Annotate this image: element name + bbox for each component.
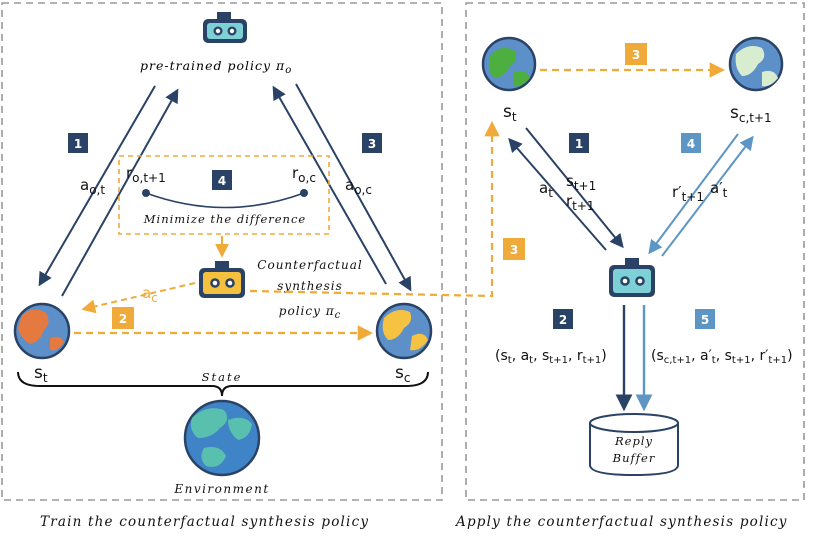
cf-policy-label-3: policy πc — [279, 304, 341, 321]
pretrained-robot-icon — [203, 12, 247, 43]
globe-st-right-icon — [481, 36, 537, 92]
step-badge-2-right: 2 — [553, 309, 573, 329]
left-panel-frame — [1, 2, 443, 501]
label-a-c: ac — [142, 284, 158, 305]
minimize-label: Minimize the difference — [143, 212, 306, 226]
arrow-st1-rt1 — [525, 127, 624, 249]
environment-label: Environment — [173, 482, 269, 496]
label-sc-left: sc — [395, 363, 410, 385]
svg-text:1: 1 — [575, 137, 583, 151]
svg-text:2: 2 — [119, 312, 127, 326]
svg-text:3: 3 — [368, 137, 376, 151]
arrow-a-prime — [661, 135, 754, 257]
svg-text:4: 4 — [687, 137, 695, 151]
tuple-right: (sc,t+1, a′t, st+1, r′t+1) — [651, 348, 793, 366]
svg-text:1: 1 — [74, 137, 82, 151]
label-st-right: st — [503, 102, 517, 124]
state-label: State — [202, 370, 243, 384]
globe-sc-icon — [375, 302, 433, 360]
globe-sct1-right-icon — [728, 36, 784, 92]
arrow-r-oc — [272, 85, 387, 285]
svg-text:5: 5 — [701, 313, 709, 327]
step-badge-3-left: 3 — [362, 133, 382, 153]
buffer-label-1: Reply — [614, 434, 653, 448]
label-rt1-right: rt+1 — [566, 192, 595, 213]
label-st-left: st — [34, 363, 48, 385]
step-badge-2-left: 2 — [112, 307, 134, 329]
label-st1-right: st+1 — [566, 172, 596, 193]
step-badge-3-right-side: 3 — [503, 238, 525, 260]
arrow-a-c — [81, 282, 196, 314]
svg-text:2: 2 — [559, 313, 567, 327]
tuple-left: (st, at, st+1, rt+1) — [495, 348, 607, 366]
right-caption: Apply the counterfactual synthesis polic… — [456, 514, 788, 530]
step-badge-4-right: 4 — [681, 133, 701, 153]
buffer-label-2: Buffer — [612, 451, 656, 465]
globe-st-icon — [13, 302, 71, 360]
arrow-cf-to-right-panel — [249, 120, 500, 298]
label-r-prime-right: r′t+1 — [672, 183, 704, 204]
arrow-r-ot1 — [61, 88, 179, 297]
right-robot-icon — [609, 258, 655, 297]
svg-text:4: 4 — [218, 174, 226, 188]
label-r-oc: ro,c — [292, 164, 316, 185]
cf-policy-label-2: synthesis — [277, 279, 342, 293]
pretrained-policy-label: pre-trained policy πo — [140, 58, 292, 76]
difference-endpoint-left — [142, 189, 150, 197]
difference-endpoint-right — [300, 189, 308, 197]
reply-buffer-icon — [589, 413, 679, 477]
arrow-a-t — [508, 137, 607, 251]
state-brace — [17, 371, 429, 397]
step-badge-1-right: 1 — [569, 133, 589, 153]
label-r-ot1: ro,t+1 — [126, 164, 166, 185]
arrow-r-prime — [648, 133, 739, 255]
left-caption: Train the counterfactual synthesis polic… — [40, 514, 370, 530]
label-a-ot: ao,t — [80, 176, 105, 197]
step-badge-3-right-top: 3 — [625, 43, 647, 65]
label-a-t-right: at — [539, 179, 553, 200]
arrow-a-ot — [38, 85, 156, 287]
cf-policy-label-1: Counterfactual — [257, 258, 362, 272]
step-badge-1-left: 1 — [68, 133, 88, 153]
right-panel-frame — [465, 2, 805, 501]
environment-globe-icon — [183, 399, 261, 477]
arrow-a-oc — [295, 83, 412, 292]
counterfactual-robot-icon — [199, 261, 245, 298]
step-badge-4-left: 4 — [212, 170, 232, 190]
label-sct1-right: sc,t+1 — [730, 103, 772, 125]
difference-curve — [145, 192, 305, 209]
svg-text:3: 3 — [510, 243, 518, 257]
svg-text:3: 3 — [632, 48, 640, 62]
label-a-prime-right: a′t — [710, 179, 728, 200]
label-a-oc: ao,c — [345, 176, 372, 197]
step-badge-5-right: 5 — [695, 309, 715, 329]
